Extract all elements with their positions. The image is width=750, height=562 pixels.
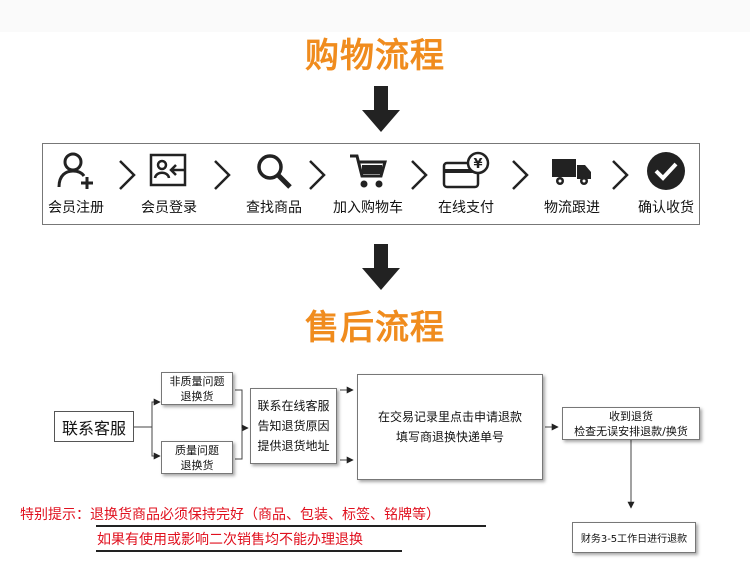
step-confirm-receipt: 确认收货 [621,149,711,217]
apply-line: 在交易记录里点击申请退款 [377,410,522,424]
down-arrow-icon [362,86,400,132]
apply-line: 填写商退换快递单号 [395,430,504,444]
apply-refund-box: 在交易记录里点击申请退款填写商退换快递单号 [357,374,543,480]
non-quality-box: 非质量问题退换货 [161,372,233,405]
finance-refund-box: 财务3-5工作日进行退款 [572,522,696,553]
step-label: 在线支付 [438,200,494,216]
aftersales-flow-title: 售后流程 [305,308,445,348]
receive-return-box: 收到退货检查无误安排退款/换货 [562,407,700,440]
magnifier-icon [229,149,319,193]
contact-service-box: 联系客服 [54,411,134,442]
chevron-right-icon [214,160,231,190]
top-band [0,0,750,32]
chevron-right-icon [309,160,326,190]
quality-box: 质量问题退换货 [161,441,233,474]
step-find-goods: 查找商品 [229,149,319,217]
special-notice-line2: 如果有使用或影响二次销售均不能办理退换 [97,529,363,549]
non-quality-line: 退换货 [180,389,214,403]
inform-line: 提供退货地址 [257,439,330,453]
down-arrow-icon [362,244,400,290]
step-label: 会员注册 [48,200,104,216]
notice-text-1: 退换货商品必须保持完好（商品、包装、标签、铭牌等） [90,507,440,523]
notice-underline [96,525,486,527]
inform-service-box: 联系在线客服告知退货原因提供退货地址 [250,388,337,464]
notice-underline [96,550,402,552]
step-label: 查找商品 [246,200,302,216]
step-label: 会员登录 [141,200,197,216]
receive-line: 收到退货 [609,409,653,423]
step-label: 确认收货 [638,200,694,216]
finance-label: 财务3-5工作日进行退款 [580,534,688,545]
chevron-right-icon [411,160,428,190]
notice-prefix: 特别提示： [20,507,90,523]
user-add-icon [31,149,121,193]
inform-line: 告知退货原因 [257,419,330,433]
quality-line: 退换货 [180,458,214,472]
step-label: 物流跟进 [544,200,600,216]
check-circle-icon [621,149,711,193]
step-member-login: 会员登录 [124,149,214,217]
purchase-flow-title: 购物流程 [305,36,445,76]
inform-line: 联系在线客服 [257,399,330,413]
non-quality-line: 非质量问题 [169,374,225,388]
chevron-right-icon [612,160,629,190]
step-member-register: 会员注册 [31,149,121,217]
quality-line: 质量问题 [175,443,219,457]
step-add-to-cart: 加入购物车 [323,149,413,217]
special-notice-line1: 特别提示：退换货商品必须保持完好（商品、包装、标签、铭牌等） [20,504,440,524]
cart-icon [323,149,413,193]
step-logistics: 物流跟进 [527,149,617,217]
chevron-right-icon [119,160,136,190]
notice-text-2: 如果有使用或影响二次销售均不能办理退换 [97,532,363,548]
svg-text:¥: ¥ [473,157,482,172]
chevron-right-icon [512,160,529,190]
payment-card-icon: ¥ [421,149,511,193]
contact-service-label: 联系客服 [61,418,126,438]
step-label: 加入购物车 [333,200,403,216]
receive-line: 检查无误安排退款/换货 [574,424,688,438]
step-online-pay: ¥ 在线支付 [421,149,511,217]
login-card-icon [124,149,214,193]
truck-icon [527,149,617,193]
purchase-steps-box: 会员注册 会员登录 查找商品 [42,143,700,225]
